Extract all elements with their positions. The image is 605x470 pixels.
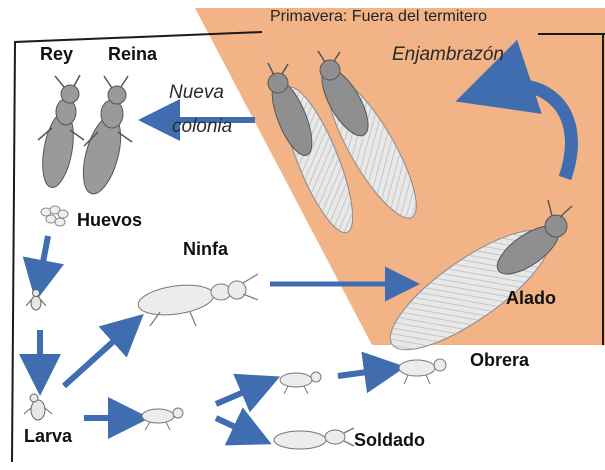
pre-worker-illustration [279,371,322,395]
swarming-alate-left [267,62,354,234]
precaste-to-soldier-arrow [214,407,272,446]
pre-worker-to-worker-arrow [337,351,406,394]
eggs-label: Huevos [77,210,143,230]
nymph-label: Ninfa [183,239,228,259]
alate-label: Alado [506,288,557,308]
king-illustration [37,74,85,189]
nest-frame [11,31,263,463]
season-label: Primavera: Fuera del termitero [270,8,487,25]
worker-label: Obrera [470,350,530,370]
eggs-illustration [40,205,69,227]
swarming-alate-right [317,50,417,219]
new-colony-label-line1: Nueva [169,82,224,103]
nymph-illustration [137,273,259,327]
king-label: Rey [40,44,74,64]
soldier-illustration [273,427,355,450]
precaste-to-pre-worker-arrow [214,373,281,413]
hatchling-illustration [25,289,47,311]
larva-to-nymph-arrow [61,313,144,389]
worker-illustration [398,358,447,385]
swarming-label: Enjambrazón [392,44,504,65]
precaste-illustration [141,407,184,431]
new-colony-label-line2: colonia [172,116,233,137]
queen-label: Reina [108,44,158,64]
larva-label: Larva [24,426,73,446]
larva-illustration [23,393,53,421]
eggs-to-hatchling-arrow [22,235,64,302]
alate-illustration [389,199,573,351]
swarm-arrow [455,39,578,181]
soldier-label: Soldado [354,430,425,450]
queen-illustration [82,75,133,195]
